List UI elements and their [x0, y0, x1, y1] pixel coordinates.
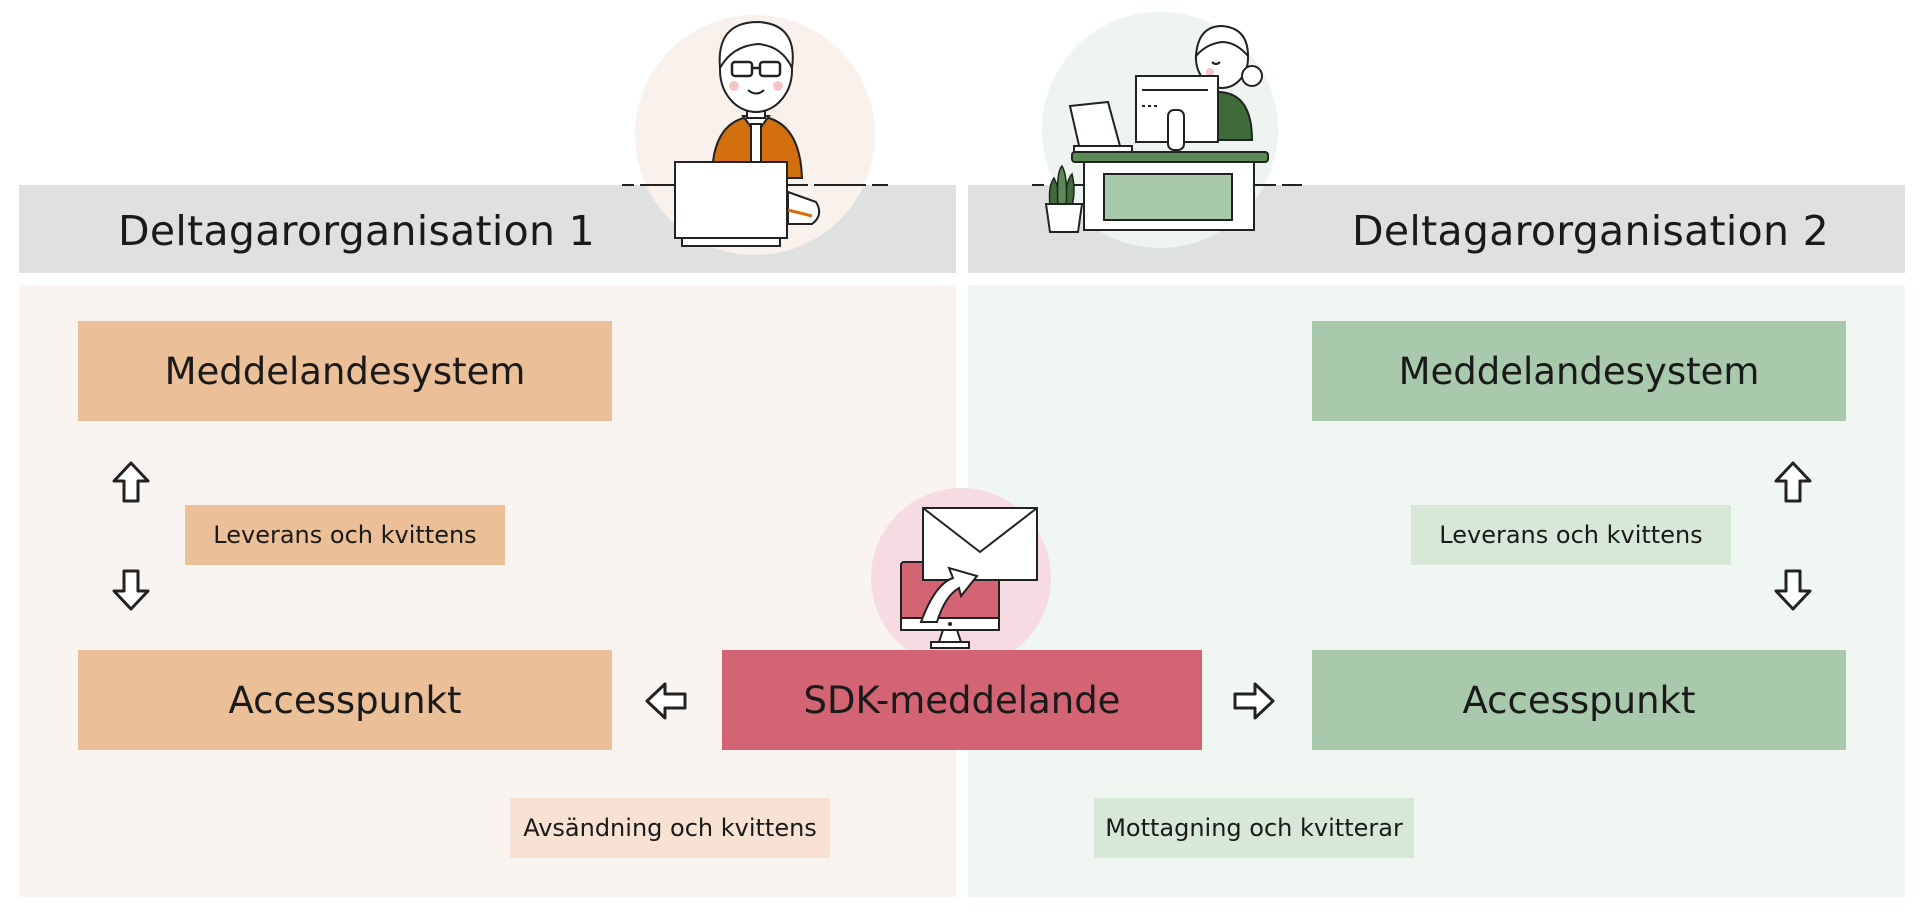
- org1-title: Deltagarorganisation 1: [118, 207, 595, 255]
- arrow-right-icon: [1233, 682, 1275, 720]
- org2-receiving-label: Mottagning och kvitterar: [1094, 798, 1414, 858]
- arrow-down-icon: [1774, 569, 1812, 611]
- arrow-up-icon: [1774, 461, 1812, 503]
- arrow-down-icon: [112, 569, 150, 611]
- org2-message-system: Meddelandesystem: [1312, 321, 1846, 421]
- arrow-left-icon: [645, 682, 687, 720]
- org1-delivery-label: Leverans och kvittens: [185, 505, 505, 565]
- org1-sending-label: Avsändning och kvittens: [510, 798, 830, 858]
- envelope-monitor-icon: [871, 488, 1051, 668]
- person-desk-icon: [1032, 12, 1302, 248]
- plant-icon: [1044, 164, 1084, 233]
- person-laptop-icon: [622, 15, 888, 255]
- org1-access-point: Accesspunkt: [78, 650, 612, 750]
- arrow-up-icon: [112, 461, 150, 503]
- org2-delivery-label: Leverans och kvittens: [1411, 505, 1731, 565]
- org2-title: Deltagarorganisation 2: [1352, 207, 1829, 255]
- sdk-message-box: SDK-meddelande: [722, 650, 1202, 750]
- org1-message-system: Meddelandesystem: [78, 321, 612, 421]
- org2-access-point: Accesspunkt: [1312, 650, 1846, 750]
